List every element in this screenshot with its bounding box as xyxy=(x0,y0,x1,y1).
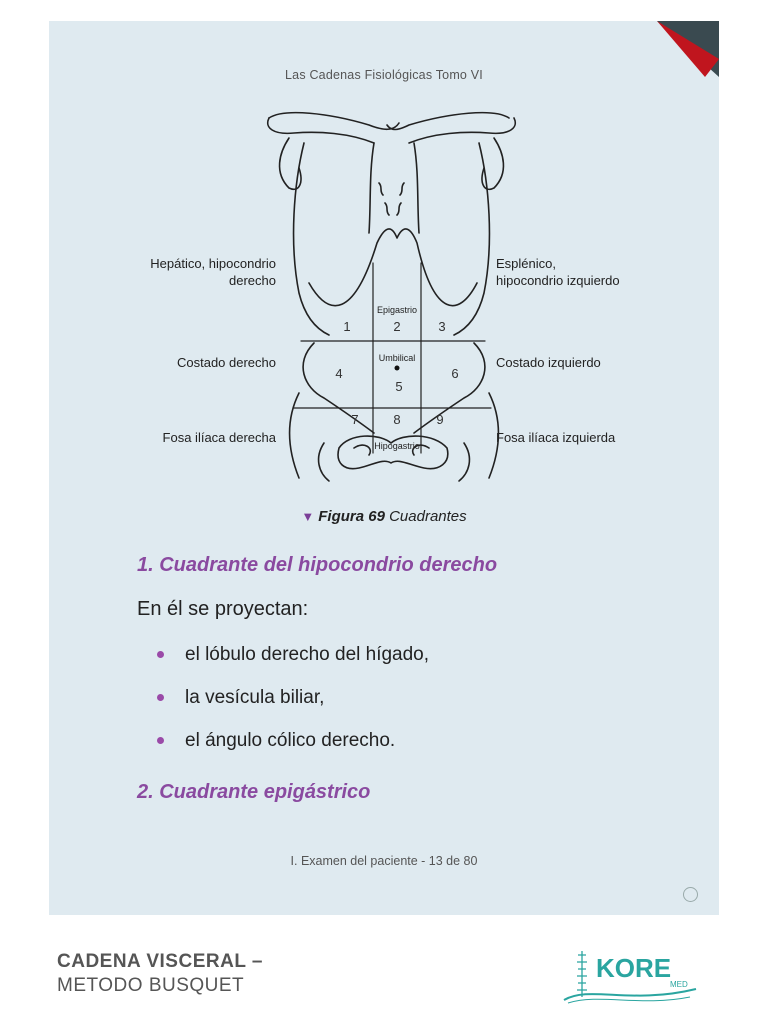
quadrant-number: 3 xyxy=(438,319,445,334)
bullet-icon xyxy=(157,651,164,658)
label-costado-izquierdo: Costado izquierdo xyxy=(496,355,601,370)
caption-text: Cuadrantes xyxy=(384,508,467,525)
brand-line-1: CADENA VISCERAL – xyxy=(57,951,263,972)
label-hepatico-derecho: derecho xyxy=(229,273,276,288)
triangle-down-icon: ▼ xyxy=(301,509,315,524)
list-item: el ángulo cólico derecho. xyxy=(157,727,429,770)
quadrant-number: 9 xyxy=(436,412,443,427)
abdomen-quadrants-figure: Epigastrio Umbilical Hipogastrio 1 2 3 4… xyxy=(150,111,620,482)
label-costado-derecho: Costado derecho xyxy=(177,355,276,370)
list-item: el lóbulo derecho del hígado, xyxy=(157,641,429,684)
section-heading-2: 2. Cuadrante epigástrico xyxy=(137,781,371,803)
label-hepatico: Hepático, hipocondrio xyxy=(150,256,276,271)
brand-line-2: METODO BUSQUET xyxy=(57,975,245,996)
label-fosa-iliaca-derecha: Fosa ilíaca derecha xyxy=(163,430,277,445)
quadrant-number: 1 xyxy=(343,319,350,334)
quadrant-number: 7 xyxy=(351,412,358,427)
region-label-hipogastrio: Hipogastrio xyxy=(374,441,420,451)
logo-sub-text: MED xyxy=(670,980,688,989)
label-esplenico: Esplénico, xyxy=(496,256,556,271)
quadrant-number: 5 xyxy=(395,379,402,394)
figure-caption: ▼Figura 69 Cuadrantes xyxy=(49,508,719,525)
section-heading-1: 1. Cuadrante del hipocondrio derecho xyxy=(137,554,498,576)
book-title: Las Cadenas Fisiológicas Tomo VI xyxy=(285,68,483,82)
bullet-icon xyxy=(157,737,164,744)
quadrant-number: 6 xyxy=(451,366,458,381)
book-page: Las Cadenas Fisiológicas Tomo VI xyxy=(49,21,719,915)
page-corner-fold[interactable] xyxy=(657,21,719,77)
region-label-umbilical: Umbilical xyxy=(379,353,416,363)
quadrant-number: 2 xyxy=(393,319,400,334)
bullet-list: el lóbulo derecho del hígado, la vesícul… xyxy=(157,641,429,770)
label-hipocondrio-izquierdo: hipocondrio izquierdo xyxy=(496,273,620,288)
caption-prefix: Figura 69 xyxy=(318,508,385,525)
label-fosa-iliaca-izquierda: Fosa ilíaca izquierda xyxy=(496,430,616,445)
kore-med-logo: KORE MED xyxy=(563,951,697,1004)
logo-text: KORE xyxy=(596,953,671,983)
intro-text: En él se proyectan: xyxy=(137,598,309,620)
circle-icon[interactable] xyxy=(683,887,698,902)
list-item: la vesícula biliar, xyxy=(157,684,429,727)
region-label-epigastrio: Epigastrio xyxy=(377,305,417,315)
bullet-icon xyxy=(157,694,164,701)
quadrant-number: 4 xyxy=(335,366,342,381)
quadrant-number: 8 xyxy=(393,412,400,427)
page-footer: I. Examen del paciente - 13 de 80 xyxy=(290,854,478,868)
